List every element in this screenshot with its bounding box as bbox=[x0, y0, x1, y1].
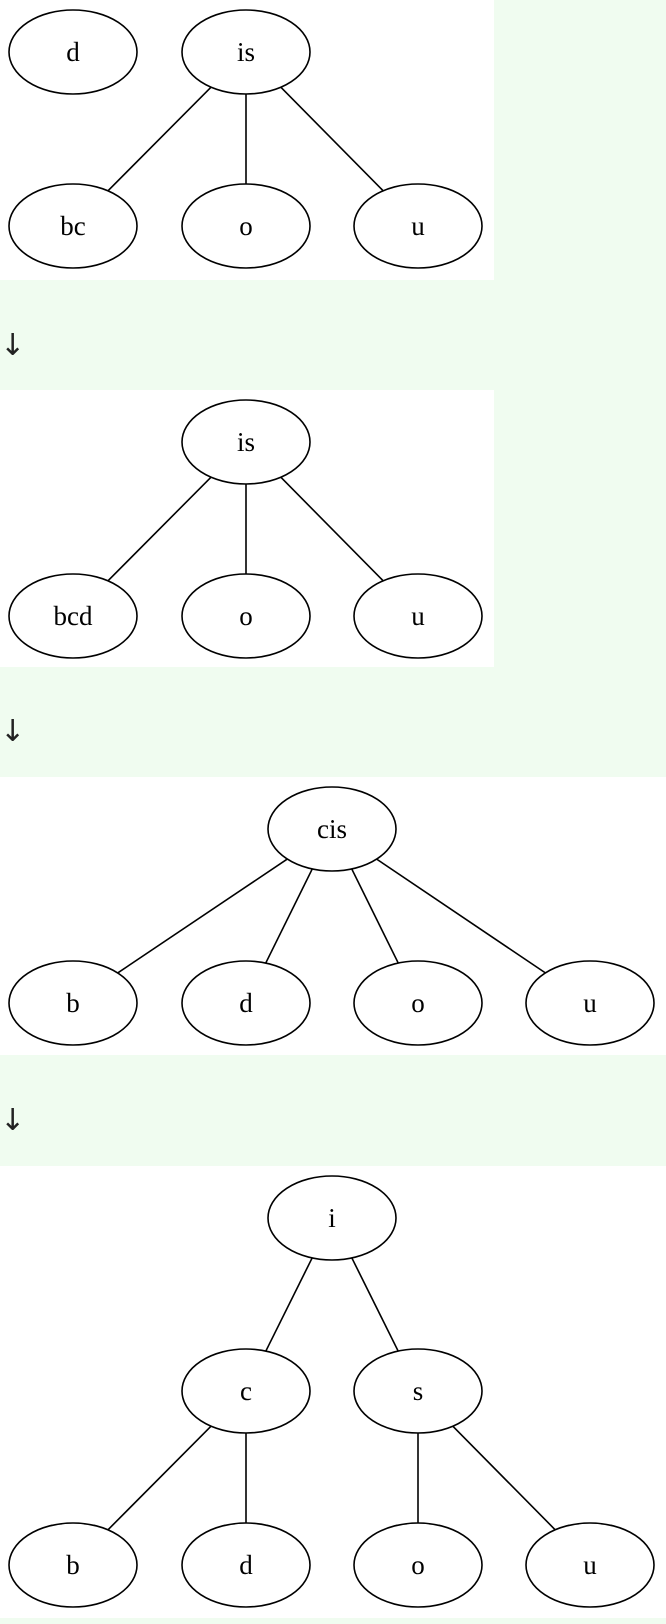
edge-cis-b bbox=[117, 858, 288, 974]
diagram-4-svg: i c s b d o u bbox=[8, 1175, 655, 1608]
edge-is-u bbox=[280, 476, 384, 582]
node-s: s bbox=[353, 1348, 483, 1434]
node-i-ellipse bbox=[267, 1175, 397, 1261]
node-b: b bbox=[8, 960, 138, 1046]
node-c-ellipse bbox=[181, 1348, 311, 1434]
diagram-3-svg: cis b d o u bbox=[8, 786, 655, 1046]
node-d-ellipse bbox=[8, 9, 138, 95]
diagram-1-svg: d is bc o u bbox=[8, 9, 483, 269]
node-u-ellipse bbox=[353, 573, 483, 659]
node-o: o bbox=[353, 1522, 483, 1608]
node-u-ellipse bbox=[525, 1522, 655, 1608]
node-b-label: b bbox=[66, 1550, 80, 1580]
node-is-label: is bbox=[237, 427, 255, 457]
node-is: is bbox=[181, 399, 311, 485]
node-u-label: u bbox=[411, 601, 425, 631]
edge-c-b bbox=[107, 1425, 212, 1531]
node-d-label: d bbox=[66, 37, 80, 67]
node-o: o bbox=[353, 960, 483, 1046]
node-d-ellipse bbox=[181, 960, 311, 1046]
node-cis-label: cis bbox=[317, 814, 347, 844]
node-is-ellipse bbox=[181, 9, 311, 95]
node-o-label: o bbox=[411, 1550, 425, 1580]
node-d-label: d bbox=[239, 988, 253, 1018]
node-bcd-ellipse bbox=[8, 573, 138, 659]
node-i-label: i bbox=[328, 1203, 336, 1233]
node-o: o bbox=[181, 183, 311, 269]
node-is: is bbox=[181, 9, 311, 95]
edge-is-u bbox=[280, 86, 384, 192]
node-c-label: c bbox=[240, 1376, 252, 1406]
edge-cis-o bbox=[351, 868, 399, 964]
node-o-label: o bbox=[239, 211, 253, 241]
diagram-1: d is bc o u bbox=[0, 0, 494, 280]
node-d-ellipse bbox=[181, 1522, 311, 1608]
edge-i-s bbox=[351, 1257, 399, 1352]
edge-is-bcd bbox=[107, 476, 212, 582]
diagram-4: i c s b d o u bbox=[0, 1166, 666, 1618]
edge-cis-d bbox=[265, 868, 313, 964]
node-d: d bbox=[181, 1522, 311, 1608]
edge-is-bc bbox=[107, 86, 212, 192]
node-i: i bbox=[267, 1175, 397, 1261]
down-arrow-2: ↓ bbox=[0, 714, 26, 749]
node-u-label: u bbox=[411, 211, 425, 241]
diagram-2-svg: is bcd o u bbox=[8, 399, 483, 659]
node-u-ellipse bbox=[525, 960, 655, 1046]
node-cis-ellipse bbox=[267, 786, 397, 872]
node-u-label: u bbox=[583, 988, 597, 1018]
node-o-label: o bbox=[411, 988, 425, 1018]
down-arrow-1: ↓ bbox=[0, 328, 26, 363]
node-bcd-label: bcd bbox=[54, 601, 93, 631]
diagram-3: cis b d o u bbox=[0, 777, 666, 1055]
edge-cis-u bbox=[376, 858, 546, 974]
node-o-ellipse bbox=[181, 573, 311, 659]
edge-s-u bbox=[452, 1425, 556, 1531]
node-b: b bbox=[8, 1522, 138, 1608]
node-b-ellipse bbox=[8, 1522, 138, 1608]
node-u: u bbox=[353, 183, 483, 269]
down-arrow-3: ↓ bbox=[0, 1103, 26, 1138]
node-u-label: u bbox=[583, 1550, 597, 1580]
node-o: o bbox=[181, 573, 311, 659]
node-d-label: d bbox=[239, 1550, 253, 1580]
node-u: u bbox=[525, 1522, 655, 1608]
node-b-ellipse bbox=[8, 960, 138, 1046]
node-s-label: s bbox=[413, 1376, 424, 1406]
node-is-ellipse bbox=[181, 399, 311, 485]
node-bc-label: bc bbox=[60, 211, 86, 241]
node-u: u bbox=[525, 960, 655, 1046]
node-u: u bbox=[353, 573, 483, 659]
edge-i-c bbox=[265, 1257, 313, 1352]
node-bc: bc bbox=[8, 183, 138, 269]
node-s-ellipse bbox=[353, 1348, 483, 1434]
node-is-label: is bbox=[237, 37, 255, 67]
node-c: c bbox=[181, 1348, 311, 1434]
node-bc-ellipse bbox=[8, 183, 138, 269]
node-b-label: b bbox=[66, 988, 80, 1018]
node-o-label: o bbox=[239, 601, 253, 631]
node-bcd: bcd bbox=[8, 573, 138, 659]
node-u-ellipse bbox=[353, 183, 483, 269]
diagram-2: is bcd o u bbox=[0, 390, 494, 667]
node-d: d bbox=[181, 960, 311, 1046]
node-o-ellipse bbox=[181, 183, 311, 269]
node-o-ellipse bbox=[353, 960, 483, 1046]
node-o-ellipse bbox=[353, 1522, 483, 1608]
node-d: d bbox=[8, 9, 138, 95]
node-cis: cis bbox=[267, 786, 397, 872]
